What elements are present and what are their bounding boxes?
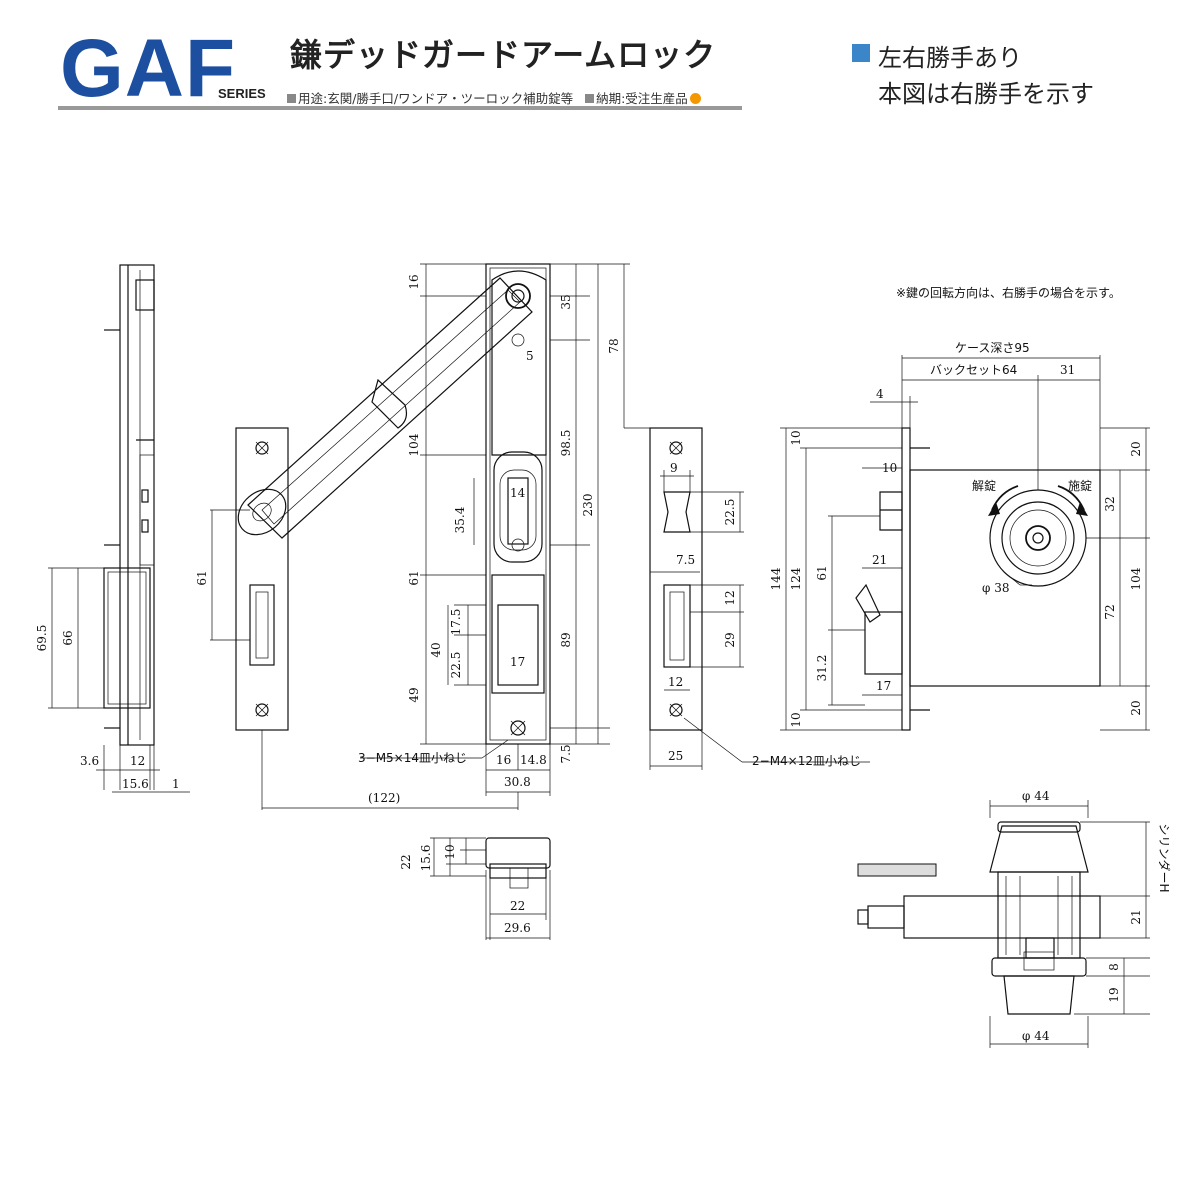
front-faceplate bbox=[261, 263, 650, 810]
dim-32: 32 bbox=[1103, 496, 1117, 511]
dim-22-5-strike: 22.5 bbox=[723, 499, 737, 526]
dim-5: 5 bbox=[526, 349, 534, 363]
dim-10-case-bottom: 10 bbox=[789, 712, 803, 727]
dim-14-8: 14.8 bbox=[520, 753, 547, 767]
dim-12-strike-top: 12 bbox=[723, 590, 737, 605]
dim-17-front: 17 bbox=[510, 655, 525, 669]
square-bullet-icon bbox=[287, 94, 296, 103]
dim-1: 1 bbox=[172, 777, 180, 791]
header-rule bbox=[58, 106, 742, 110]
dim-35-4: 35.4 bbox=[453, 506, 467, 533]
brand-logo: GAF bbox=[60, 23, 237, 114]
cylinder-view bbox=[857, 800, 1150, 1048]
dim-72: 72 bbox=[1103, 604, 1117, 619]
dim-29: 29 bbox=[723, 632, 737, 647]
dim-30-8: 30.8 bbox=[504, 775, 531, 789]
strike-plate-left bbox=[210, 427, 289, 731]
handing-note: 左右勝手あり bbox=[878, 44, 1022, 72]
dim-8: 8 bbox=[1107, 963, 1121, 971]
dim-89: 89 bbox=[559, 632, 573, 647]
dim-25: 25 bbox=[668, 749, 683, 763]
blue-square-icon bbox=[852, 44, 870, 62]
dim-4: 4 bbox=[876, 387, 884, 401]
dim-14: 14 bbox=[510, 486, 526, 500]
dim-69-5: 69.5 bbox=[35, 625, 49, 652]
cylinder-h-label: シリンダーH bbox=[1157, 823, 1172, 892]
dim-16-top: 16 bbox=[407, 274, 421, 289]
dim-17-5: 17.5 bbox=[449, 609, 463, 636]
dim-144: 144 bbox=[769, 567, 783, 590]
dim-124: 124 bbox=[789, 567, 803, 590]
dim-35: 35 bbox=[559, 294, 573, 309]
dim-122: (122) bbox=[368, 791, 400, 805]
rotation-note: ※鍵の回転方向は、右勝手の場合を示す。 bbox=[896, 285, 1121, 300]
dim-31-2: 31.2 bbox=[815, 655, 829, 682]
dim-61-strike: 61 bbox=[195, 570, 209, 585]
side-view bbox=[48, 264, 190, 793]
dim-40: 40 bbox=[429, 642, 443, 657]
backset-label: バックセット64 bbox=[930, 363, 1017, 377]
dim-10-latch: 10 bbox=[882, 461, 897, 475]
dim-16-bottom: 16 bbox=[496, 753, 511, 767]
dim-66: 66 bbox=[61, 630, 75, 645]
dim-98-5: 98.5 bbox=[559, 430, 573, 457]
dim-7-5-strike: 7.5 bbox=[676, 553, 695, 567]
dim-12-strike-bottom: 12 bbox=[668, 675, 683, 689]
dim-22-5-front: 22.5 bbox=[449, 652, 463, 679]
header: GAF SERIES 鎌デッドガードアームロック 用途:玄関/勝手口/ワンドア・… bbox=[0, 0, 1200, 130]
dim-29-6: 29.6 bbox=[504, 921, 531, 935]
orange-dot-icon bbox=[689, 93, 701, 104]
dim-21-case: 21 bbox=[872, 553, 887, 567]
dim-15-6-small: 15.6 bbox=[419, 845, 433, 872]
screw-m5-label: 3−M5×14皿小ねじ bbox=[358, 751, 467, 765]
dim-17-case: 17 bbox=[876, 679, 891, 693]
figure-handing-note: 本図は右勝手を示す bbox=[878, 80, 1094, 108]
product-meta: 用途:玄関/勝手口/ワンドア・ツーロック補助錠等 納期:受注生産品 bbox=[287, 88, 701, 107]
delivery-text: 納期:受注生産品 bbox=[596, 91, 688, 106]
dim-22-small-v: 22 bbox=[399, 854, 413, 869]
unlock-label: 解錠 bbox=[972, 478, 996, 493]
dim-22-small-h: 22 bbox=[510, 899, 525, 913]
series-label: SERIES bbox=[218, 86, 266, 101]
case-view bbox=[780, 355, 1150, 731]
dim-49: 49 bbox=[407, 687, 421, 702]
dim-9: 9 bbox=[670, 461, 678, 475]
phi-44-bottom-label: φ 44 bbox=[1022, 1029, 1050, 1043]
dim-3-6: 3.6 bbox=[80, 754, 99, 768]
dim-61-front: 61 bbox=[407, 570, 421, 585]
product-title: 鎌デッドガードアームロック bbox=[290, 36, 717, 74]
bolt-top-view bbox=[430, 837, 551, 940]
dim-12-side: 12 bbox=[130, 754, 145, 768]
dim-20-bottom: 20 bbox=[1129, 700, 1143, 715]
dim-10-case-top: 10 bbox=[789, 430, 803, 445]
lock-label: 施錠 bbox=[1068, 478, 1092, 493]
dim-21-cylinder: 21 bbox=[1129, 909, 1143, 924]
phi-38-label: φ 38 bbox=[982, 581, 1010, 595]
usage-text: 用途:玄関/勝手口/ワンドア・ツーロック補助錠等 bbox=[298, 91, 574, 106]
dim-20-top: 20 bbox=[1129, 441, 1143, 456]
case-depth-label: ケース深さ95 bbox=[955, 341, 1030, 355]
dim-61-case: 61 bbox=[815, 565, 829, 580]
dim-31: 31 bbox=[1060, 363, 1075, 377]
dim-7-5-front: 7.5 bbox=[559, 744, 573, 763]
dim-230: 230 bbox=[581, 494, 595, 517]
dim-10-small: 10 bbox=[443, 844, 457, 859]
dim-104-case: 104 bbox=[1129, 567, 1143, 590]
screw-m4-label: 2−M4×12皿小ねじ bbox=[752, 754, 861, 768]
dim-19: 19 bbox=[1107, 987, 1121, 1002]
strike-plate-right bbox=[649, 427, 870, 770]
dim-78: 78 bbox=[607, 338, 621, 353]
phi-44-top-label: φ 44 bbox=[1022, 789, 1050, 803]
dim-15-6-side: 15.6 bbox=[122, 777, 149, 791]
square-bullet-icon bbox=[585, 94, 595, 103]
dim-104-front: 104 bbox=[407, 433, 421, 456]
